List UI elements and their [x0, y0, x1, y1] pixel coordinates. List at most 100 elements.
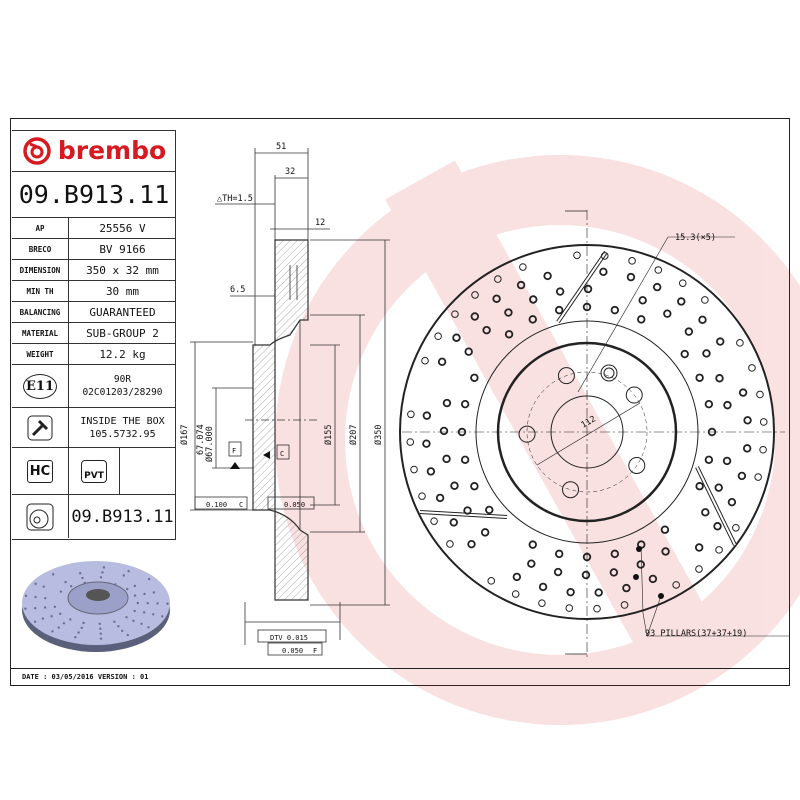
drill-hole: [418, 492, 426, 500]
drill-hole: [672, 581, 680, 589]
dim-th: △TH=1.5: [217, 194, 253, 204]
bolt-hole: [628, 457, 646, 475]
drill-hole: [527, 559, 536, 568]
photo-drill-hole: [143, 592, 146, 596]
drill-hole: [470, 373, 479, 382]
disc-caliper-icon: [26, 503, 54, 530]
photo-drill-hole: [99, 576, 103, 579]
brand-name: brembo: [57, 136, 167, 165]
spec-value: 25556 V: [99, 221, 146, 235]
photo-drill-hole: [34, 595, 37, 599]
photo-drill-hole: [44, 596, 47, 600]
photo-drill-hole: [79, 572, 82, 575]
dim-350: Ø350: [373, 425, 384, 445]
drill-hole: [516, 280, 526, 290]
drill-hole: [732, 523, 740, 532]
drill-hole: [600, 252, 609, 260]
drill-hole: [487, 577, 496, 585]
inside-box-label: INSIDE THE BOX: [80, 415, 165, 427]
footer-part-row: 09.B913.11: [12, 495, 176, 538]
photo-drill-hole: [127, 569, 130, 573]
part-number: 09.B913.11: [12, 172, 176, 218]
drill-hole: [421, 356, 429, 365]
drill-hole: [460, 455, 470, 465]
drill-hole: [519, 263, 527, 271]
spec-label: BRECO: [12, 239, 69, 259]
drill-hole: [694, 543, 704, 552]
photo-drill-hole: [24, 594, 28, 598]
drill-hole: [452, 333, 461, 342]
spec-value: BV 9166: [99, 242, 146, 256]
drill-hole: [704, 399, 714, 409]
approval-number: 02C01203/28290: [82, 387, 163, 398]
spec-row-dimension: DIMENSION 350 x 32 mm: [12, 260, 176, 281]
photo-drill-hole: [59, 590, 63, 593]
drill-hole: [451, 310, 459, 318]
disc-photo: [22, 561, 170, 652]
drill-hole: [648, 574, 658, 584]
drill-hole: [573, 251, 581, 260]
dim-67-max: 67.074: [196, 424, 206, 455]
photo-drill-hole: [34, 606, 37, 610]
photo-drill-hole: [143, 611, 146, 614]
drill-hole: [620, 601, 629, 609]
drill-hole: [661, 547, 670, 556]
drill-hole: [628, 257, 636, 265]
photo-drill-hole: [136, 601, 139, 605]
photo-drill-hole: [81, 576, 84, 580]
drill-hole: [565, 604, 574, 612]
spec-label: WEIGHT: [12, 344, 69, 364]
drill-hole: [467, 539, 476, 549]
drill-hole: [437, 357, 447, 367]
drill-hole: [583, 284, 593, 294]
drill-hole: [422, 411, 432, 420]
dim-167: Ø167: [179, 425, 190, 445]
drill-hole: [636, 560, 645, 569]
spec-label: DIMENSION: [12, 260, 69, 280]
photo-drill-hole: [113, 620, 116, 623]
photo-drill-hole: [74, 636, 77, 639]
tol-flatness: 0.050: [284, 501, 305, 509]
drill-hole: [610, 549, 620, 559]
drill-hole: [748, 364, 756, 372]
drill-hole: [754, 473, 762, 481]
dim-51: 51: [276, 142, 286, 152]
drill-hole: [736, 339, 744, 347]
spec-value: SUB-GROUP 2: [86, 326, 159, 340]
drill-hole: [626, 272, 636, 282]
e11-badge: E11: [23, 373, 57, 399]
photo-drill-hole: [99, 627, 102, 630]
photo-drill-hole: [43, 606, 47, 609]
photo-drill-hole: [126, 587, 129, 591]
photo-drill-hole: [64, 580, 67, 584]
spec-value: 350 x 32 mm: [86, 263, 159, 277]
hc-badge: HC: [26, 459, 54, 483]
pillars-label: 93 PILLARS(37+37+19): [645, 629, 747, 639]
photo-drill-hole: [24, 607, 27, 610]
drill-hole: [609, 568, 619, 577]
photo-drill-hole: [152, 613, 155, 616]
drill-hole: [463, 506, 472, 515]
drill-hole: [439, 426, 449, 436]
pcd-dim: 112: [580, 414, 598, 430]
pvt-badge: PVT: [81, 459, 107, 483]
photo-drill-hole: [33, 620, 37, 623]
datum-c: C: [280, 450, 284, 458]
photo-drill-hole: [125, 616, 128, 619]
drill-hole: [504, 308, 513, 317]
tol-parallel-ref: C: [239, 501, 243, 509]
drill-hole: [554, 305, 564, 315]
photo-drill-hole: [50, 615, 53, 618]
approval-code: 90R: [113, 374, 132, 385]
photo-drill-hole: [147, 626, 150, 629]
photo-drill-hole: [51, 573, 55, 576]
footer-part-number: 09.B913.11: [71, 506, 174, 527]
photo-drill-hole: [114, 583, 117, 586]
photo-drill-hole: [99, 632, 102, 635]
photo-drill-hole: [80, 626, 83, 630]
photo-drill-hole: [82, 621, 85, 625]
spec-label: BALANCING: [12, 302, 69, 322]
drill-hole: [485, 505, 494, 515]
drill-hole: [482, 325, 491, 335]
